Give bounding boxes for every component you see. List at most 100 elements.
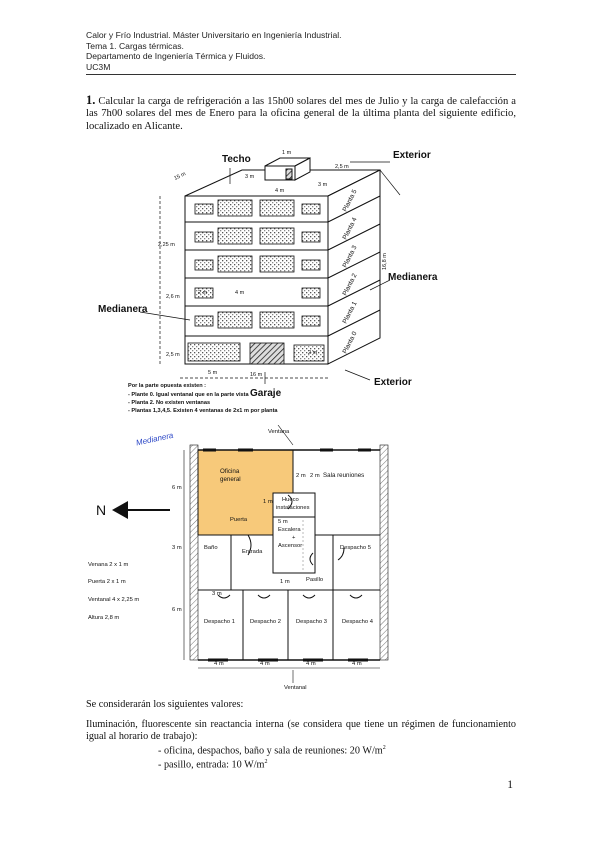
legend-ventana: Venana 2 x 1 m (88, 562, 128, 568)
building-note-0: Por la parte opuesta existen : (128, 383, 206, 389)
ground-window (187, 342, 241, 362)
front-facade (184, 195, 329, 365)
dim-2m: 2 m (198, 290, 208, 296)
garage-door (249, 342, 285, 365)
window (259, 311, 295, 329)
label-pasillo: Pasillo (306, 577, 323, 583)
dim-6m-bot: 6 m (172, 607, 182, 613)
header-university: UC3M (86, 61, 111, 72)
dim-6m-top: 6 m (172, 485, 182, 491)
label-bano: Baño (204, 545, 218, 551)
window (301, 231, 321, 243)
dim-225: 2,25 m (158, 242, 175, 248)
window (194, 231, 214, 243)
ground-window (293, 344, 325, 362)
window (301, 287, 321, 299)
party-wall-right (379, 444, 389, 661)
label-techo: Techo (222, 154, 251, 165)
problem-number: 1. (86, 93, 96, 107)
escalera-block (272, 516, 316, 574)
problem-text: Calcular la carga de refrigeración a las… (86, 96, 516, 132)
dim-bottom-1: 4 m (214, 661, 224, 667)
building-figure: Techo Exterior Medianera Medianera Exter… (98, 150, 438, 414)
dim-4m: 4 m (235, 290, 245, 296)
window (259, 227, 295, 245)
north-label: N (96, 502, 106, 518)
dim-5m: 5 m (208, 370, 218, 376)
dim-bottom-4: 4 m (352, 661, 362, 667)
window (217, 199, 253, 217)
window (301, 203, 321, 215)
label-escalera-3: Ascensor (278, 543, 302, 549)
hueco-block (272, 492, 316, 518)
label-puerta: Puerta (230, 517, 248, 523)
label-escalera-2: + (292, 535, 296, 541)
lighting-item-offices-text: - oficina, despachos, baño y sala de reu… (158, 745, 383, 757)
window (301, 259, 321, 271)
dim-26: 2,6 m (166, 294, 180, 300)
window (194, 315, 214, 327)
dim-1m-a: 1 m (263, 499, 273, 505)
window (217, 227, 253, 245)
label-escalera-1: Escalera (278, 527, 301, 533)
problem-statement: 1.Calcular la carga de refrigeración a l… (86, 94, 516, 133)
label-ventana: Ventana (268, 429, 290, 435)
legend-altura: Altura 2,8 m (88, 615, 119, 621)
page-number: 1 (507, 779, 513, 791)
building-note-2: - Planta 2. No existen ventanas (128, 400, 210, 406)
values-intro: Se considerarán los siguientes valores: (86, 699, 244, 710)
building-note-1: - Plante 0. Igual ventanal que en la par… (128, 392, 250, 398)
header-course: Calor y Frío Industrial. Máster Universi… (86, 30, 342, 40)
window (217, 255, 253, 273)
window (194, 287, 214, 299)
window (194, 259, 214, 271)
legend-ventanal: Ventanal 4 x 2,25 m (88, 597, 139, 603)
lighting-item-corridor: - pasillo, entrada: 10 W/m2 (158, 759, 267, 770)
dim-roof-3m: 3 m (245, 174, 255, 180)
window (194, 203, 214, 215)
dim-25b: 2,5 m (166, 352, 180, 358)
label-ventanal: Ventanal (284, 685, 307, 691)
dim-roof-4m: 4 m (275, 188, 285, 194)
label-oficina-2: general (220, 476, 241, 483)
dim-2m-b: 2 m (310, 473, 320, 479)
unit-superscript: 2 (382, 745, 386, 751)
dim-roof-1m: 1 m (282, 150, 292, 156)
lighting-paragraph: Iluminación, fluorescente sin reactancia… (86, 719, 516, 743)
unit-superscript: 2 (264, 759, 268, 765)
label-sala: Sala reuniones (323, 472, 364, 479)
dim-5m: 5 m (278, 519, 288, 525)
dim-3m-bath: 3 m (212, 591, 222, 597)
header-department: Departamento de Ingeniería Térmica y Flu… (86, 51, 266, 62)
party-wall-left (189, 444, 199, 661)
window (259, 255, 295, 273)
dim-bottom-3: 4 m (306, 661, 316, 667)
label-hueco-1: Hueco (282, 497, 299, 503)
label-despacho3: Despacho 3 (296, 619, 327, 625)
handwritten-medianera: Medianera (135, 431, 174, 448)
label-despacho1: Despacho 1 (204, 619, 235, 625)
dim-2m-a: 2 m (296, 473, 306, 479)
header-topic: Tema 1. Cargas térmicas. (86, 40, 184, 51)
dim-2m-b: 2 m (308, 350, 318, 356)
label-hueco-2: instalaciones (276, 505, 310, 511)
dim-roof-25: 2,5 m (335, 164, 349, 170)
dim-side: 16,8 m (382, 253, 388, 270)
label-entrada: Entrada (242, 549, 263, 555)
dim-16m: 16 m (250, 372, 263, 378)
label-medianera-right: Medianera (388, 272, 438, 283)
label-despacho2: Despacho 2 (250, 619, 281, 625)
dim-3m-mid: 3 m (172, 545, 182, 551)
dim-roof-3m-b: 3 m (318, 182, 328, 188)
label-despacho4: Despacho 4 (342, 619, 374, 625)
label-exterior-bottom: Exterior (374, 377, 412, 388)
lighting-item-corridor-text: - pasillo, entrada: 10 W/m (158, 759, 265, 771)
label-despacho5: Despacho 5 (340, 545, 371, 551)
dim-15m: 15 m (173, 171, 187, 182)
legend-puerta: Puerta 2 x 1 m (88, 579, 126, 585)
label-exterior-top: Exterior (393, 150, 431, 161)
window (259, 199, 295, 217)
building-note-3: - Plantas 1,3,4,5. Existen 4 ventanas de… (128, 408, 278, 414)
floor-plan-figure: Ventana Medianera N Oficina general Sala… (88, 425, 389, 691)
header-rule (86, 74, 516, 75)
